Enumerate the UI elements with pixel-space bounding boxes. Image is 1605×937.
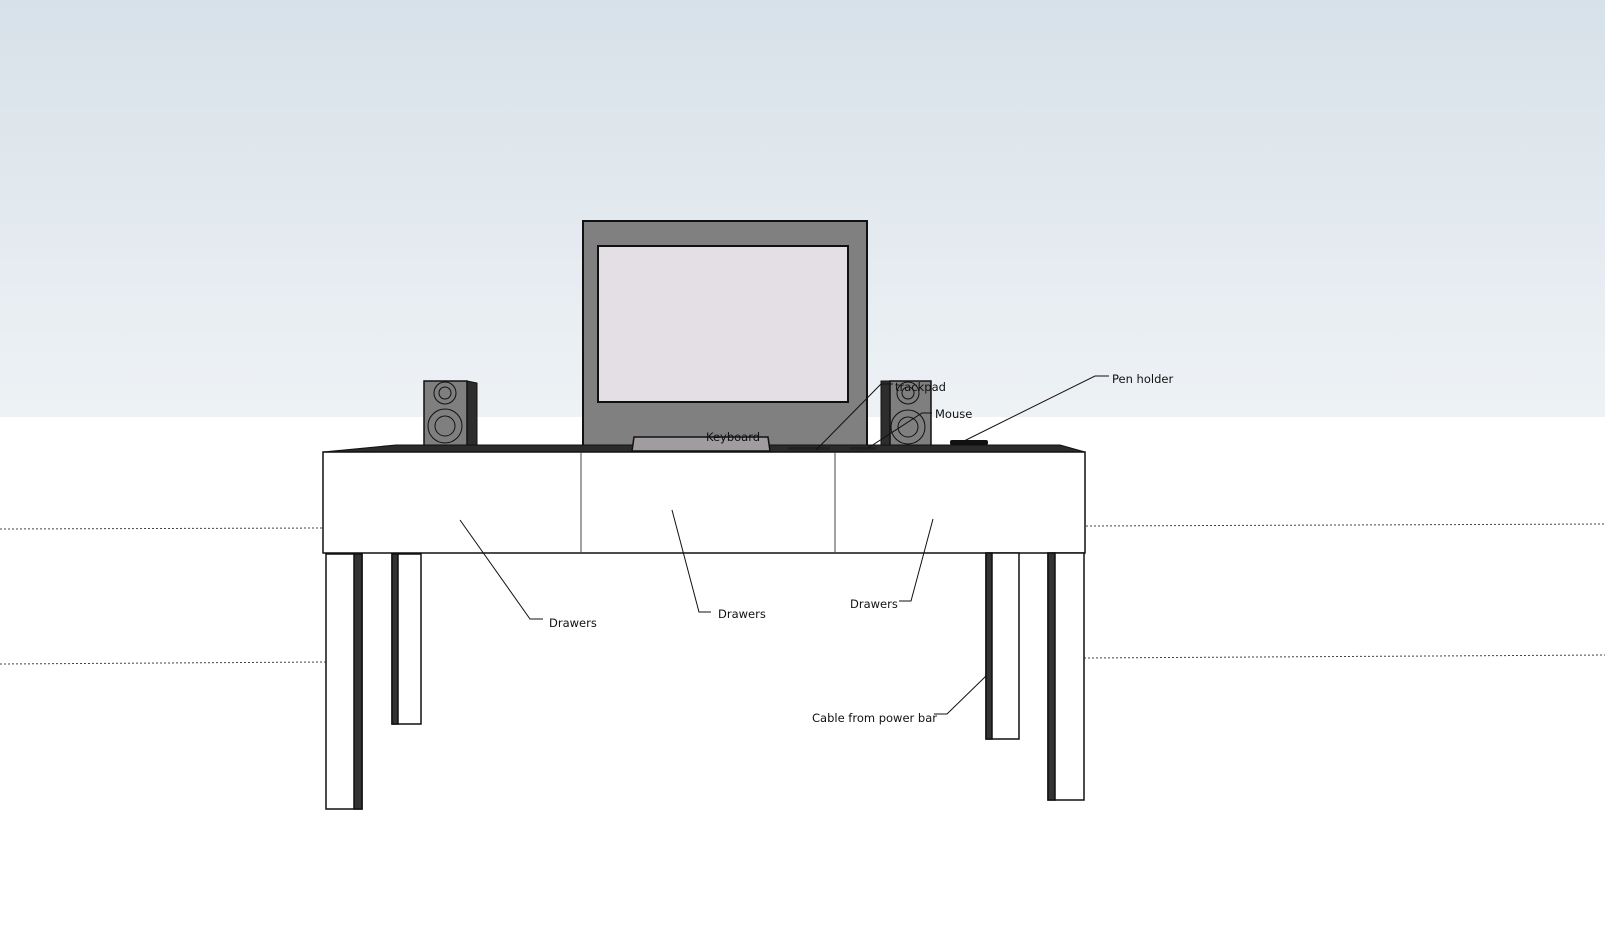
trackpad[interactable] bbox=[788, 447, 830, 450]
keyboard[interactable] bbox=[631, 436, 771, 452]
speaker-left[interactable] bbox=[423, 380, 478, 447]
pen-holder-label: Pen holder bbox=[1112, 372, 1173, 386]
monitor[interactable] bbox=[582, 220, 868, 448]
drawers-label-center: Drawers bbox=[718, 607, 766, 621]
desk-legs bbox=[325, 552, 1085, 810]
guide-lines bbox=[0, 523, 1605, 665]
speaker-right[interactable] bbox=[880, 380, 932, 447]
mouse-label: Mouse bbox=[935, 407, 972, 421]
keyboard-label: Keyboard bbox=[706, 430, 760, 444]
desk-apron bbox=[322, 451, 1086, 554]
drawers-label-left: Drawers bbox=[549, 616, 597, 630]
leader-lines bbox=[459, 375, 1109, 715]
monitor-screen bbox=[597, 245, 849, 403]
trackpad-label: trackpad bbox=[895, 380, 946, 394]
drawers-label-right: Drawers bbox=[850, 597, 898, 611]
mouse[interactable] bbox=[850, 447, 876, 450]
pen-holder[interactable] bbox=[950, 440, 988, 445]
cable-label: Cable from power bar bbox=[812, 711, 937, 725]
